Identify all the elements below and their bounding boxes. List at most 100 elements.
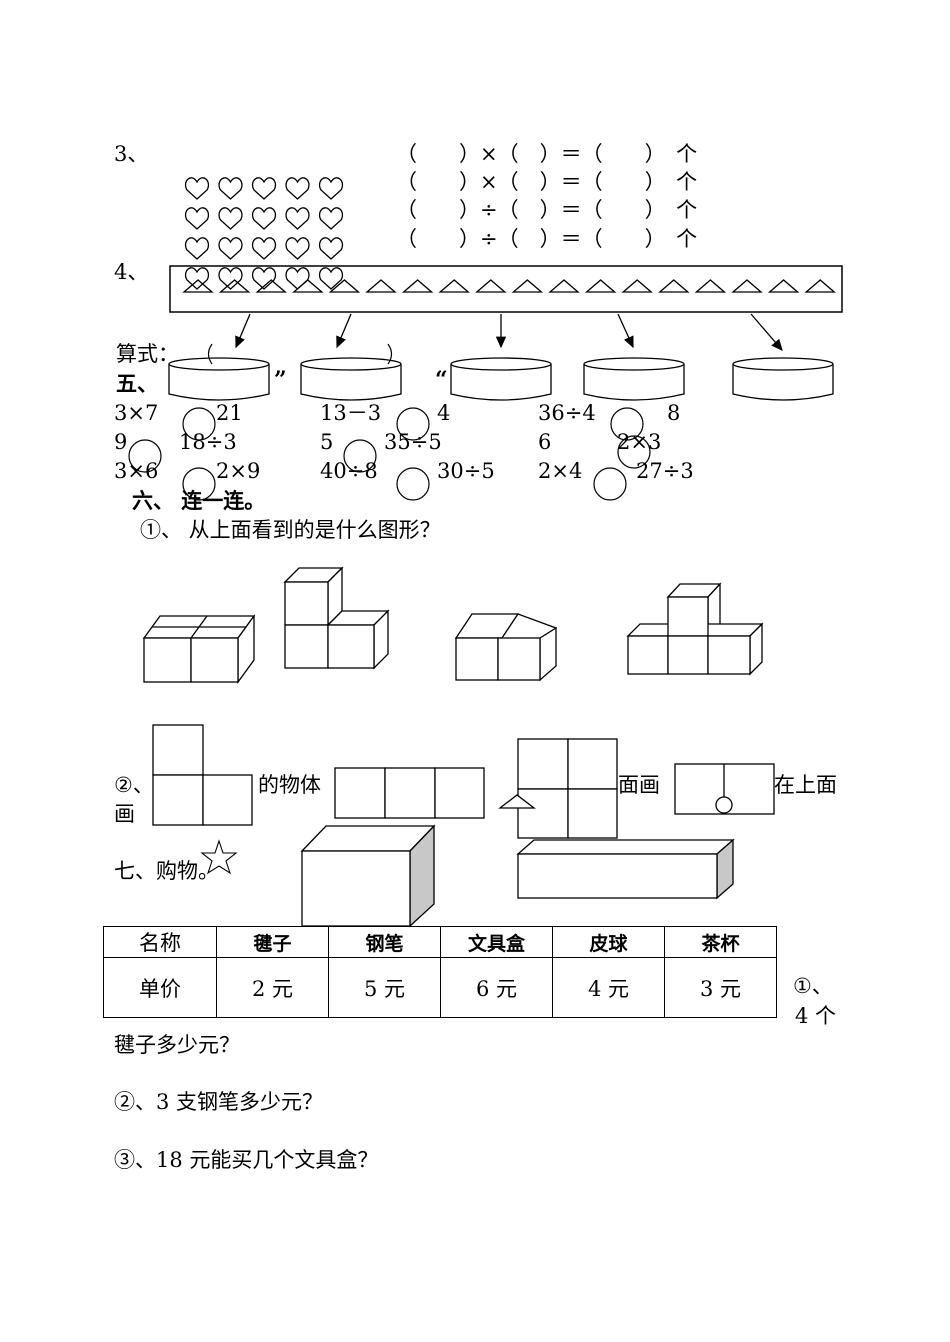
compare-circle <box>396 407 430 441</box>
section6-question-1: ①、 从上面看到的是什么图形？ <box>140 518 441 542</box>
triangle-icon <box>584 279 617 293</box>
table-cell: 2 元 <box>216 957 329 1018</box>
answer-box <box>732 357 834 401</box>
heart-icon <box>184 267 210 290</box>
heart-icon <box>318 267 344 290</box>
top-view-shape-1 <box>152 724 253 826</box>
triangle-icon <box>218 279 251 293</box>
section6-q2-prefix: ②、 <box>114 773 154 797</box>
formula-paren-right <box>387 343 393 365</box>
section7-question-3: ③、18 元能买几个文具盒？ <box>114 1148 379 1172</box>
triangle-marker <box>498 794 536 809</box>
heart-icon <box>318 237 344 260</box>
triangle-icon <box>255 279 287 293</box>
block-figure-3 <box>454 613 557 682</box>
answer-box <box>300 357 402 401</box>
expr: 40÷8 <box>320 459 378 483</box>
heart-icon <box>285 267 310 290</box>
table-header-row: 名称 毽子 钢笔 文具盒 皮球 茶杯 <box>103 926 777 958</box>
expr: 18÷3 <box>179 430 237 454</box>
table-cell: 5 元 <box>328 957 441 1018</box>
heart-icon <box>318 207 344 230</box>
formula-paren-left <box>207 343 213 365</box>
triangle-icon <box>804 279 836 293</box>
heart-icon <box>251 207 277 230</box>
compare-circle <box>343 439 377 473</box>
triangle-icon <box>365 279 397 293</box>
section6-q2-mid: 的物体 <box>258 773 321 797</box>
heart-icon <box>184 237 210 260</box>
compare-circle <box>182 467 216 501</box>
triangle-icon <box>731 279 763 293</box>
hearts-group <box>184 177 344 290</box>
triangle-icon <box>292 279 324 293</box>
heart-icon <box>218 237 243 260</box>
price-table: 名称 毽子 钢笔 文具盒 皮球 茶杯 单价 2 元 5 元 6 元 4 元 3 … <box>103 926 777 1018</box>
expr: 8 <box>667 401 681 425</box>
compare-circle <box>593 467 627 501</box>
table-cell: 单价 <box>103 957 217 1018</box>
heart-icon <box>251 177 277 200</box>
arrow-2 <box>336 313 352 349</box>
heart-icon <box>318 177 344 200</box>
triangles-group <box>182 279 836 293</box>
triangle-strip-frame <box>169 265 843 313</box>
expr: 36÷4 <box>538 401 596 425</box>
table-cell: 皮球 <box>552 926 665 958</box>
top-view-shape-2 <box>334 767 485 819</box>
compare-circle <box>128 439 162 473</box>
triangle-icon <box>658 279 690 293</box>
cuboid-1 <box>300 824 436 928</box>
heart-icon <box>285 237 310 260</box>
heart-icon <box>285 207 310 230</box>
q3-equation-1: （ ）×（ ）＝（ ） 个 <box>396 142 698 166</box>
expr: 21 <box>216 401 243 425</box>
formula-label: 算式： <box>116 342 179 366</box>
q3-equation-2: （ ）×（ ）＝（ ） 个 <box>396 170 698 194</box>
expr: 9 <box>114 430 128 454</box>
heart-icon <box>251 267 277 290</box>
block-figure-4 <box>626 582 764 676</box>
triangle-icon <box>438 279 470 293</box>
expr: 3×6 <box>114 459 159 483</box>
expr: 13－3 <box>320 401 382 425</box>
table-cell: 毽子 <box>216 926 329 958</box>
section7-q1-a: ①、 <box>793 974 833 998</box>
table-cell: 6 元 <box>440 957 553 1018</box>
table-cell: 3 元 <box>664 957 777 1018</box>
arrow-1 <box>235 313 251 349</box>
section7-title: 七、购物。 <box>114 859 219 883</box>
compare-circle <box>396 467 430 501</box>
block-figure-1 <box>142 614 256 684</box>
boxes-group <box>168 357 834 401</box>
q3-equation-4: （ ）÷（ ）＝（ ） 个 <box>396 227 698 251</box>
compare-circle <box>610 407 644 441</box>
section6-title: 六、 连一连。 <box>132 488 266 513</box>
heart-icon <box>285 177 310 200</box>
q3-label: 3、 <box>114 142 149 166</box>
block-figure-2 <box>283 566 390 670</box>
section7-q1-b: 4 个 <box>795 1004 837 1028</box>
expr: 35÷5 <box>384 430 442 454</box>
q3-equation-3: （ ）÷（ ）＝（ ） 个 <box>396 198 698 222</box>
answer-box <box>168 357 270 401</box>
triangle-icon <box>694 279 727 293</box>
expr: 3×7 <box>114 401 159 425</box>
answer-box <box>583 357 685 401</box>
section5-title: 五、 <box>116 371 158 396</box>
triangle-icon <box>328 279 361 293</box>
arrow-5 <box>750 313 783 351</box>
compare-circles <box>128 407 651 501</box>
section6-q2-line2: 画 <box>114 802 135 826</box>
expr: 27÷3 <box>636 459 694 483</box>
heart-icon <box>184 207 210 230</box>
top-view-shape-3 <box>517 738 618 839</box>
expr: 2×9 <box>216 459 261 483</box>
expr: 30÷5 <box>437 459 495 483</box>
table-cell: 茶杯 <box>664 926 777 958</box>
section6-q2-mid2: 面画 <box>618 773 660 797</box>
heart-icon <box>184 177 210 200</box>
quote-mark-2: “ <box>435 367 448 393</box>
expr: 2×4 <box>538 459 583 483</box>
